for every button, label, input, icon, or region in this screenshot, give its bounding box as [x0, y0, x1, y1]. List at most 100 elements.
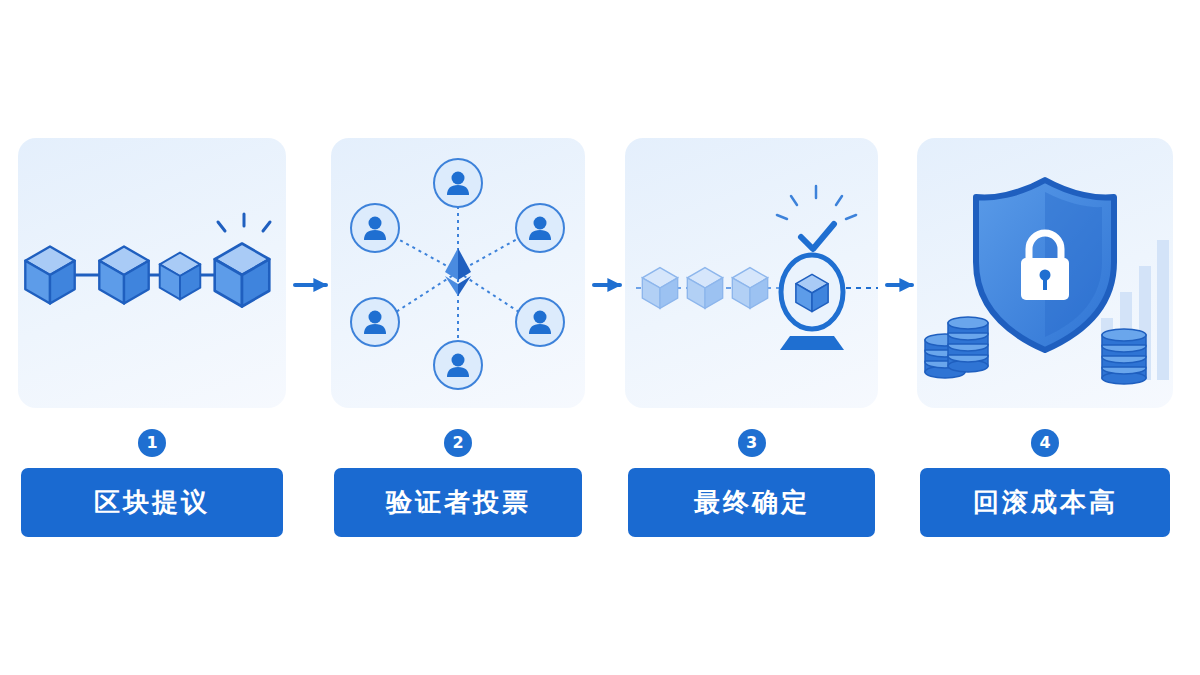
vote-line	[396, 272, 458, 312]
validator-network-illustration	[351, 159, 564, 389]
step-number: 2	[444, 429, 472, 457]
coin-stack	[925, 334, 965, 346]
vote-line	[396, 207, 519, 341]
coin-stack	[925, 317, 988, 378]
bar-chart	[1101, 240, 1169, 380]
coin-stack	[1102, 357, 1146, 367]
block-cube	[732, 268, 767, 309]
coin-stack	[925, 362, 965, 372]
coin-stack	[1102, 329, 1146, 384]
vote-line	[458, 238, 519, 272]
coin-stack	[925, 366, 965, 378]
bar-chart	[1139, 266, 1151, 380]
ethereum-symbol	[445, 248, 471, 296]
validator-icon	[434, 341, 482, 389]
highlight-burst	[243, 214, 246, 226]
highlight-burst	[836, 196, 842, 205]
chain-link	[636, 287, 782, 289]
coin-stack	[925, 345, 965, 357]
padlock	[1029, 233, 1061, 262]
highlight-burst	[218, 222, 225, 231]
ethereum-symbol	[458, 276, 471, 296]
highlight-burst	[777, 215, 787, 219]
ethereum-symbol	[445, 276, 458, 296]
coin-stack	[925, 351, 965, 361]
highlight-burst	[777, 186, 856, 219]
finality-ring	[781, 255, 843, 329]
coin-stack	[948, 360, 988, 372]
step-number: 4	[1031, 429, 1059, 457]
bar-chart	[1120, 292, 1132, 380]
coin-stack	[948, 323, 988, 333]
step-label: 回滚成本高	[920, 468, 1170, 537]
block-chain-illustration	[25, 214, 270, 307]
validator-icon	[351, 298, 399, 346]
coin-stack	[1102, 335, 1146, 345]
step-label: 最终确定	[628, 468, 875, 537]
coin-stack	[1102, 329, 1146, 341]
coin-stack	[1102, 351, 1146, 363]
block-cube	[642, 268, 677, 309]
block-cube	[25, 247, 74, 304]
shield	[976, 180, 1114, 350]
vote-line	[457, 207, 459, 272]
security-illustration	[925, 180, 1169, 384]
step-number: 3	[738, 429, 766, 457]
coin-stack	[948, 345, 988, 355]
shield-shade	[1045, 192, 1102, 337]
highlight-burst	[791, 196, 797, 205]
coin-stack	[948, 356, 988, 366]
step-number: 1	[138, 429, 166, 457]
flow-arrow	[887, 283, 912, 287]
validator-icon	[516, 204, 564, 252]
step-panel: 1区块提议	[18, 138, 286, 408]
coin-stack	[948, 328, 988, 340]
step-panel: 3最终确定	[625, 138, 878, 408]
bar-chart	[1157, 240, 1169, 380]
chain-link	[846, 287, 878, 289]
highlight-burst	[815, 186, 818, 198]
validator-icon	[434, 159, 482, 207]
step-label: 区块提议	[21, 468, 283, 537]
coin-stack	[1102, 340, 1146, 352]
step-panel: 4回滚成本高	[917, 138, 1173, 408]
vote-line	[396, 238, 458, 272]
highlight-burst	[846, 215, 856, 219]
coin-stack	[1102, 346, 1146, 356]
coin-stack	[1102, 368, 1146, 378]
padlock	[1043, 278, 1047, 290]
flow-arrow	[594, 283, 620, 287]
finality-illustration	[636, 186, 878, 350]
coin-stack	[925, 340, 965, 350]
chain-link	[50, 274, 242, 277]
validator-icon	[516, 298, 564, 346]
highlight-burst	[263, 222, 270, 231]
check-mark	[801, 224, 834, 249]
ethereum-symbol	[445, 248, 458, 280]
coin-stack	[948, 317, 988, 329]
padlock	[1021, 233, 1069, 300]
validator-icon	[351, 204, 399, 252]
block-cube	[160, 253, 201, 300]
new-block-cube	[215, 244, 270, 307]
final-block-cube	[796, 274, 828, 311]
coin-stack	[925, 356, 965, 368]
coin-stack	[948, 350, 988, 362]
flow-arrow	[295, 283, 326, 287]
vote-line	[458, 272, 519, 312]
coin-stack	[1102, 372, 1146, 384]
step-label: 验证者投票	[334, 468, 582, 537]
pedestal	[780, 336, 844, 350]
coin-stack	[1102, 362, 1146, 374]
padlock	[1040, 270, 1051, 281]
block-cube	[687, 268, 722, 309]
padlock	[1021, 258, 1069, 300]
block-cube	[99, 247, 148, 304]
coin-stack	[948, 339, 988, 351]
vote-line	[457, 272, 459, 341]
step-panel: 2验证者投票	[331, 138, 585, 408]
bar-chart	[1101, 318, 1113, 380]
